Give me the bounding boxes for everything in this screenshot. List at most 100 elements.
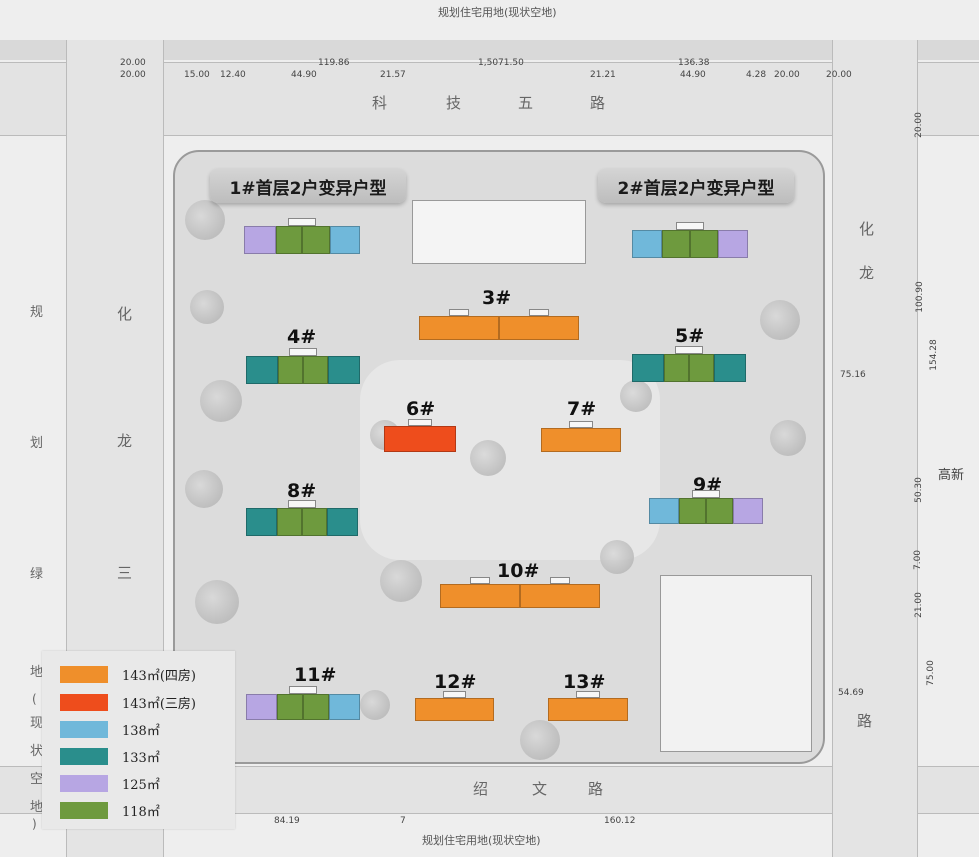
building-4[interactable] (246, 348, 360, 384)
building-8[interactable] (246, 500, 358, 536)
unit-118 (302, 226, 330, 254)
tree (380, 560, 422, 602)
unit-118 (277, 508, 302, 536)
west-road-char: 三 (117, 564, 133, 582)
west-road-char: 化 (117, 305, 133, 323)
building-11[interactable] (246, 686, 360, 720)
legend-swatch (60, 665, 108, 683)
unit-138 (649, 498, 679, 524)
dim-top2-3: 12.40 (220, 70, 246, 80)
tree (520, 720, 560, 760)
dim-top2-1: 20.00 (120, 70, 146, 80)
unit-118 (278, 356, 303, 384)
unit-138 (330, 226, 360, 254)
building-7[interactable] (541, 421, 621, 452)
dim-top2-6: 21.21 (590, 70, 616, 80)
legend-item: 118㎡ (60, 799, 160, 821)
dim-bottom-2: 7 (400, 816, 406, 826)
building-label-5: 5# (675, 325, 705, 347)
legend-label: 143㎡(四房) (122, 668, 196, 684)
map-title-bottom: 规划住宅用地(现状空地) (422, 834, 541, 847)
north-road-char: 五 (518, 94, 534, 112)
legend-swatch (60, 693, 108, 711)
unit-143-four (499, 316, 579, 340)
stair-core (576, 691, 600, 698)
unit-118 (706, 498, 733, 524)
legend-label: 125㎡ (122, 777, 160, 793)
building-12[interactable] (415, 691, 494, 721)
tree (470, 440, 506, 476)
green-label-char: 状 (30, 744, 44, 759)
legend-item: 125㎡ (60, 772, 160, 794)
unit-125 (244, 226, 276, 254)
legend-label: 133㎡ (122, 750, 160, 766)
building-label-13: 13# (563, 671, 606, 693)
unit-143-four (548, 698, 628, 721)
tree (770, 420, 806, 456)
legend-label: 138㎡ (122, 723, 160, 739)
green-label-char: ( (32, 692, 37, 706)
green-label-char: 绿 (30, 567, 44, 582)
banner-building-2: 2#首层2户变异户型 (598, 169, 794, 203)
legend-swatch (60, 774, 108, 792)
dim-top2-10: 20.00 (826, 70, 852, 80)
dim-top-2: 119.86 (318, 58, 350, 68)
north-road-char: 技 (446, 94, 462, 112)
green-label-char: 地 (30, 800, 44, 815)
green-label-char: ) (32, 817, 37, 831)
dim-right-5: 50.30 (913, 477, 924, 503)
east-edge-label: 高新 (938, 468, 965, 483)
building-13[interactable] (548, 691, 628, 721)
tree (620, 380, 652, 412)
east-road (832, 40, 918, 857)
building-label-10: 10# (497, 560, 540, 582)
green-label-char: 划 (30, 436, 44, 451)
building-2[interactable] (632, 222, 748, 258)
dim-right-9: 75.00 (925, 660, 936, 686)
legend-swatch (60, 801, 108, 819)
unit-143-four (541, 428, 621, 452)
north-facility (412, 200, 586, 264)
tree (600, 540, 634, 574)
building-1[interactable] (244, 218, 360, 254)
building-3[interactable] (419, 309, 579, 340)
stair-core (408, 419, 432, 426)
unit-143-three (384, 426, 456, 452)
dim-top2-8: 4.28 (746, 70, 767, 80)
unit-118 (303, 694, 329, 720)
building-label-3: 3# (482, 287, 512, 309)
building-5[interactable] (632, 346, 746, 382)
unit-143-four (520, 584, 600, 608)
dim-right-3: 154.28 (928, 339, 939, 371)
unit-118 (662, 230, 690, 258)
north-road-char: 路 (590, 94, 606, 112)
stair-core (449, 309, 469, 316)
unit-125 (246, 694, 277, 720)
unit-133 (246, 356, 278, 384)
building-9[interactable] (649, 490, 763, 524)
green-label-char: 空 (30, 772, 44, 787)
dim-top-1: 20.00 (120, 58, 146, 68)
unit-118 (664, 354, 689, 382)
tree (195, 580, 239, 624)
unit-133 (328, 356, 360, 384)
south-road-char: 路 (588, 780, 604, 798)
unit-118 (276, 226, 302, 254)
building-6[interactable] (384, 419, 456, 452)
unit-118 (679, 498, 706, 524)
tree (185, 200, 225, 240)
stair-core (529, 309, 549, 316)
outer-road-band (0, 40, 979, 60)
dim-bottom-3: 160.12 (604, 816, 636, 826)
tree (360, 690, 390, 720)
green-label-char: 规 (30, 305, 44, 320)
tree (760, 300, 800, 340)
unit-type-legend: 143㎡(四房) 143㎡(三房) 138㎡ 133㎡ 125㎡ 118㎡ (42, 651, 235, 829)
green-label-char: 地 (30, 665, 44, 680)
south-road-char: 文 (532, 780, 548, 798)
building-10[interactable] (440, 577, 600, 608)
stair-core (692, 490, 720, 498)
unit-143-four (419, 316, 499, 340)
north-road-char: 科 (372, 94, 388, 112)
stair-core (288, 500, 316, 508)
